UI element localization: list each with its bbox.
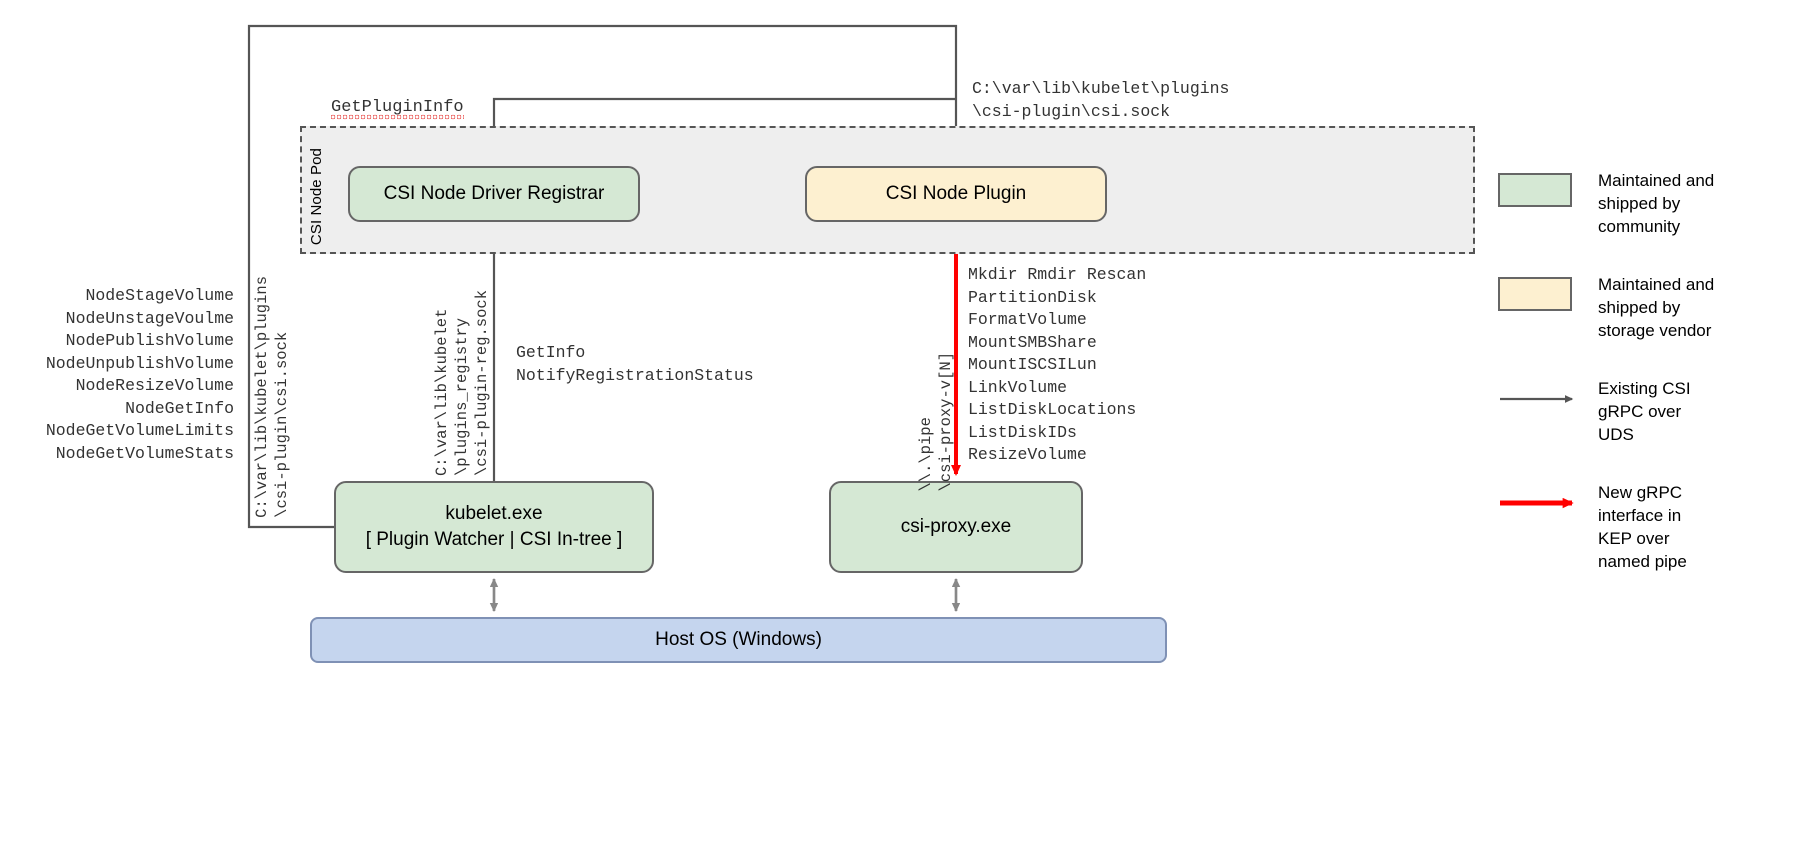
- legend-label-3: New gRPC interface in KEP over named pip…: [1598, 483, 1687, 571]
- csi-node-service-call-list: NodeStageVolume NodeUnstageVoulme NodePu…: [45, 286, 234, 463]
- kubelet-title: kubelet.exe: [445, 503, 543, 525]
- legend-key-swatch: [1498, 272, 1598, 316]
- node-csi-node-driver-registrar[interactable]: CSI Node Driver Registrar: [348, 166, 640, 222]
- legend-swatch-1: [1498, 277, 1572, 311]
- csi-node-pod-label: CSI Node Pod: [308, 148, 325, 246]
- legend-key-swatch: [1498, 168, 1598, 212]
- legend-item-0: Maintained and shipped by community: [1498, 168, 1808, 238]
- csi-proxy-api-call-list: Mkdir Rmdir Rescan PartitionDisk FormatV…: [968, 265, 1147, 464]
- legend-item-1: Maintained and shipped by storage vendor: [1498, 272, 1808, 342]
- legend-item-3: New gRPC interface in KEP over named pip…: [1498, 480, 1808, 573]
- node-csi-node-plugin[interactable]: CSI Node Plugin: [805, 166, 1107, 222]
- legend-key-arrow: [1498, 480, 1598, 526]
- legend-item-2: Existing CSI gRPC over UDS: [1498, 376, 1808, 446]
- legend-swatch-0: [1498, 173, 1572, 207]
- legend-arrow-icon-2: [1500, 395, 1574, 403]
- legend-label-1: Maintained and shipped by storage vendor: [1598, 275, 1715, 340]
- node-csi-proxy-exe[interactable]: csi-proxy.exe: [829, 481, 1083, 573]
- legend-arrow-icon-3: [1500, 497, 1574, 509]
- legend-label-0: Maintained and shipped by community: [1598, 171, 1715, 236]
- label-registration-sock-path-vertical: C:\var\lib\kubelet \plugins_registry \cs…: [433, 290, 491, 477]
- label-plugin-socket-path: C:\var\lib\kubelet\plugins \csi-plugin\c…: [972, 79, 1230, 121]
- kubelet-subtitle: [ Plugin Watcher | CSI In-tree ]: [365, 529, 623, 550]
- label-get-plugin-info: GetPluginInfo: [331, 98, 464, 120]
- label-registration-calls: GetInfo NotifyRegistrationStatus: [516, 343, 754, 385]
- legend-label-2: Existing CSI gRPC over UDS: [1598, 379, 1691, 444]
- legend-key-arrow: [1498, 376, 1598, 422]
- node-host-os[interactable]: Host OS (Windows): [310, 617, 1167, 663]
- label-csi-sock-path-vertical: C:\var\lib\kubelet\plugins \csi-plugin\c…: [253, 276, 291, 518]
- label-named-pipe-vertical: \\.\pipe \csi-proxy-v[N]: [917, 352, 955, 492]
- node-kubelet-exe[interactable]: kubelet.exe [ Plugin Watcher | CSI In-tr…: [334, 481, 654, 573]
- csi-node-pod-container: [300, 126, 1475, 254]
